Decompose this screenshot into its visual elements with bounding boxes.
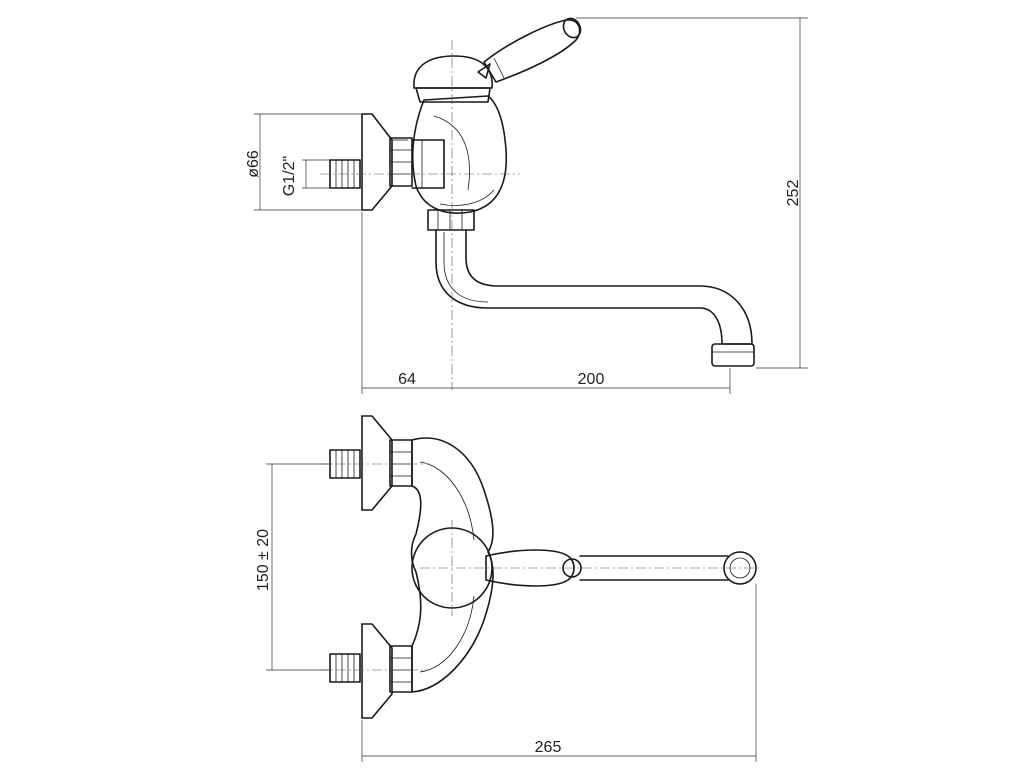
lever-handle-top <box>485 549 582 587</box>
axis-to-spout-label: 200 <box>578 371 605 388</box>
lower-wall-flange <box>361 623 393 719</box>
spout-nut <box>427 209 475 231</box>
aerator <box>711 343 755 367</box>
dimension-overall-height: 252 <box>576 17 808 369</box>
swivel-spout <box>435 229 753 345</box>
body-neck <box>411 139 445 189</box>
lever-handle <box>477 17 582 83</box>
overall-projection-label: 265 <box>535 739 562 756</box>
cartridge-dome <box>413 55 493 103</box>
lower-hex-nut <box>389 645 413 693</box>
dimension-horizontal: 64 200 <box>361 212 731 394</box>
valve-body <box>411 95 508 214</box>
flange-diameter-label: ø66 <box>245 150 262 178</box>
lower-inlet-connector <box>329 653 361 683</box>
dimension-inlet-spacing: 150 ± 20 <box>255 463 330 671</box>
dimension-flange-diameter: ø66 <box>245 113 362 211</box>
dimension-overall-projection: 265 <box>361 584 757 762</box>
hex-nut <box>389 137 413 187</box>
side-view: 252 ø66 G1/2" 64 200 <box>245 17 808 394</box>
dimension-inlet-thread: G1/2" <box>281 156 330 196</box>
top-view: 150 ± 20 265 <box>255 415 760 762</box>
height-label: 252 <box>785 180 802 207</box>
upper-wall-flange <box>361 415 393 511</box>
inlet-spacing-label: 150 ± 20 <box>255 529 272 591</box>
inlet-thread-label: G1/2" <box>281 156 298 196</box>
wall-to-axis-label: 64 <box>398 371 416 388</box>
upper-hex-nut <box>389 439 413 487</box>
